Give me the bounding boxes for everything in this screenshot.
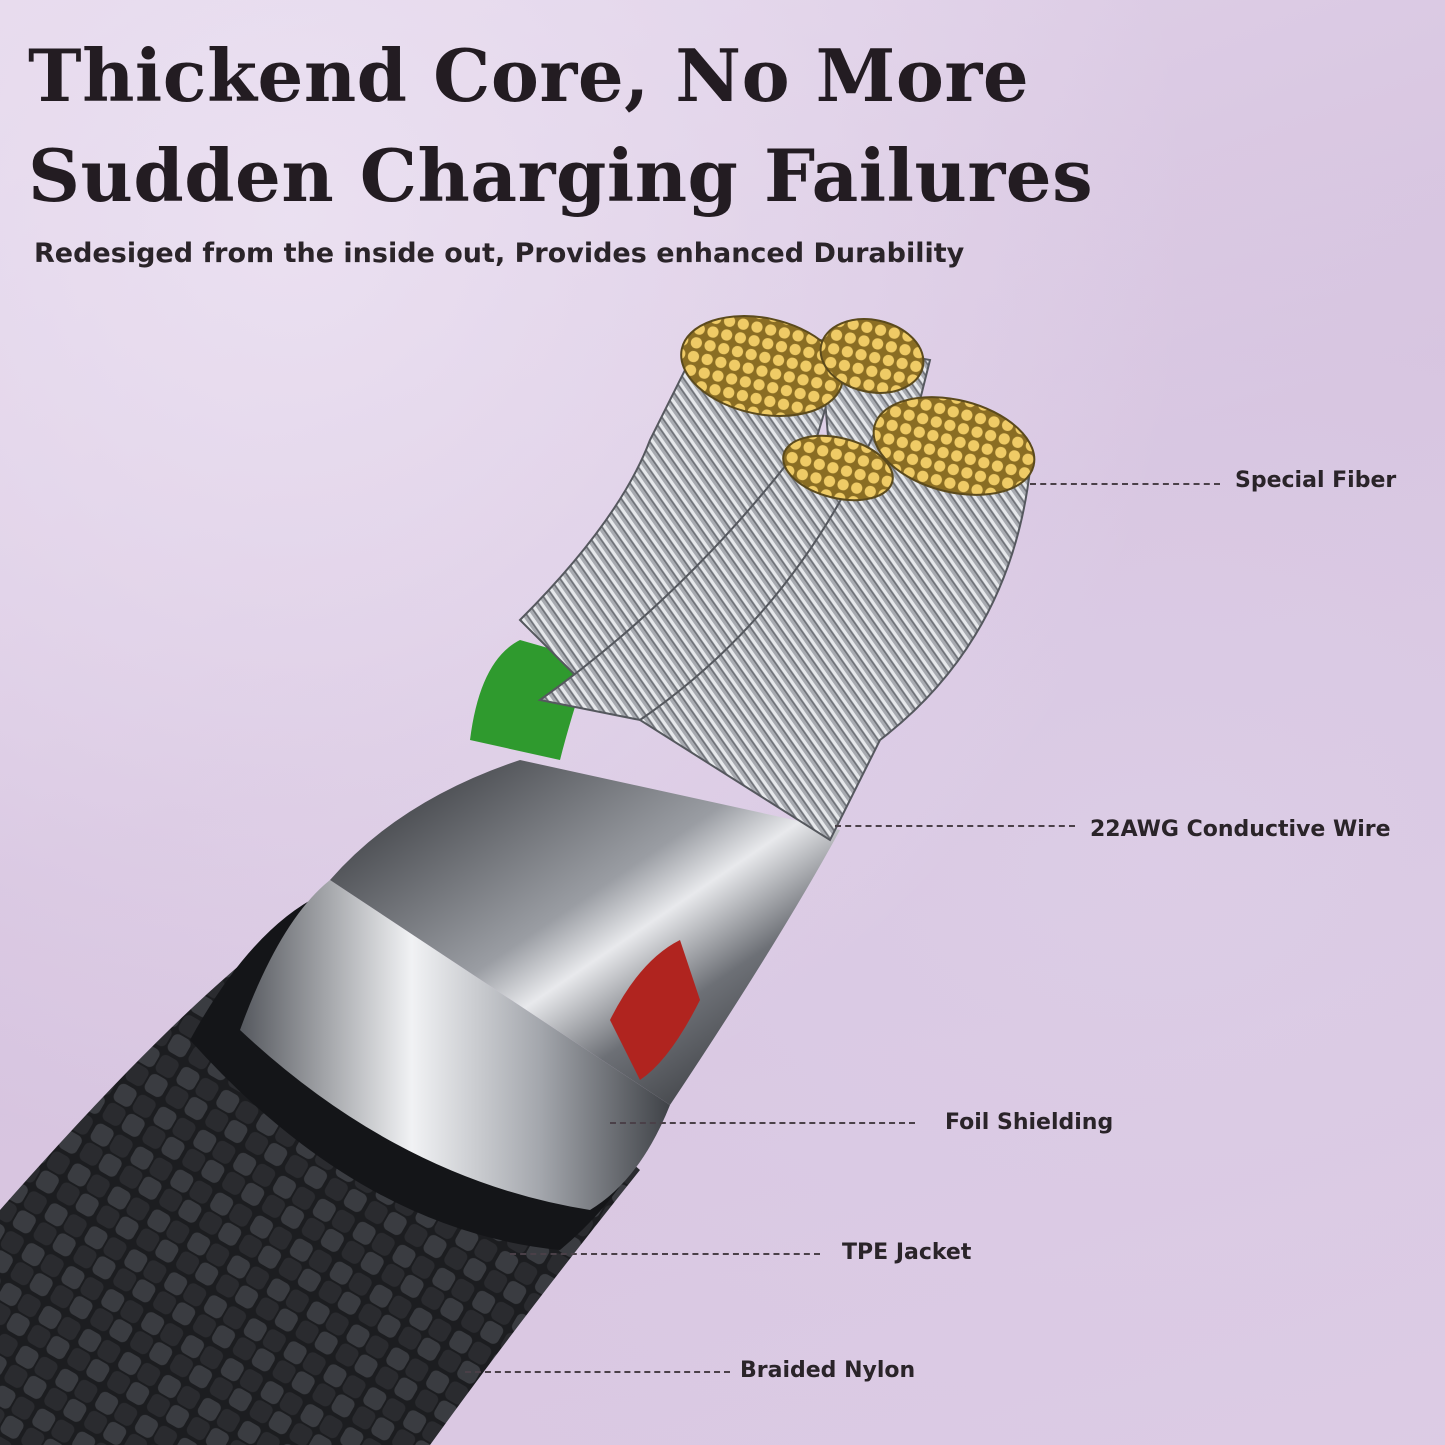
fiber-end-3 <box>782 434 894 502</box>
foil-wrapped-core <box>330 760 840 1105</box>
leader-line-special-fiber <box>1030 483 1220 485</box>
red-insulation <box>610 940 700 1080</box>
callout-braided-nylon: Braided Nylon <box>740 1358 916 1383</box>
green-insulation <box>470 640 590 760</box>
conductor-bundle-4 <box>638 418 1032 842</box>
leader-line-tpe-jacket <box>510 1253 820 1255</box>
headline-line-2: Sudden Charging Failures <box>28 133 1094 218</box>
leader-line-foil-shielding <box>610 1122 915 1124</box>
callout-special-fiber: Special Fiber <box>1235 468 1397 493</box>
fiber-end-4 <box>872 396 1036 496</box>
fiber-end-2 <box>819 318 925 394</box>
callout-conductive-wire: 22AWG Conductive Wire <box>1090 817 1391 842</box>
callout-tpe-jacket: TPE Jacket <box>842 1240 972 1265</box>
leader-line-braided-nylon <box>465 1371 730 1373</box>
foil-shielding-ring <box>240 880 670 1210</box>
headline-line-1: Thickend Core, No More <box>28 33 1030 118</box>
callout-foil-shielding: Foil Shielding <box>945 1110 1114 1135</box>
headline: Thickend Core, No More Sudden Charging F… <box>28 26 1093 226</box>
subtitle: Redesiged from the inside out, Provides … <box>34 238 965 269</box>
leader-line-conductive-wire <box>835 825 1075 827</box>
